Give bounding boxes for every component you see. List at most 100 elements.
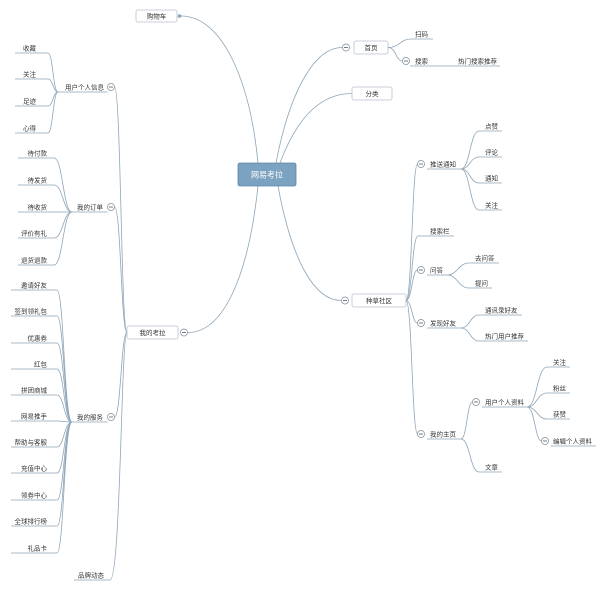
topic-fans[interactable]: 粉丝	[547, 383, 570, 394]
topic-pending-shipment[interactable]: 待发货	[18, 175, 54, 186]
topic-review-reward[interactable]: 评价有礼	[18, 228, 54, 239]
topic-label: 种草社区	[366, 296, 393, 305]
collapse-minus-icon[interactable]	[180, 328, 188, 337]
topic-ask[interactable]: 提问	[469, 278, 492, 289]
topic-label: 编辑个人资料	[553, 436, 593, 445]
topic-push-notification[interactable]: 推送通知	[417, 159, 462, 170]
topic-comment[interactable]: 评论	[479, 147, 502, 158]
topic-label: 充值中心	[21, 463, 48, 472]
topic-my-homepage[interactable]: 我的主页	[417, 429, 462, 440]
central-topic[interactable]: 网易考拉	[237, 162, 297, 187]
collapse-minus-icon[interactable]	[417, 266, 425, 274]
collapse-minus-icon[interactable]	[417, 430, 425, 438]
topic-checkin-gift[interactable]: 签到领礼包	[11, 306, 57, 317]
topic-brand-news[interactable]: 品牌动态	[74, 570, 110, 581]
topic-my-orders[interactable]: 我的订单	[72, 202, 115, 213]
collapse-minus-icon[interactable]	[107, 203, 115, 211]
connector-line	[275, 47, 343, 164]
collapse-minus-icon[interactable]	[417, 319, 425, 327]
connector-line	[460, 168, 480, 184]
topic-label: 足迹	[23, 96, 37, 105]
topic-pending-receipt[interactable]: 待收货	[18, 202, 54, 213]
topic-label: 收藏	[23, 43, 37, 52]
collapse-minus-icon[interactable]	[472, 398, 480, 406]
topic-following[interactable]: 关注	[15, 69, 48, 80]
connector-line	[460, 314, 480, 329]
connector-line	[460, 327, 480, 342]
connector-line	[47, 52, 59, 93]
connector-line	[460, 168, 480, 211]
collapse-minus-icon[interactable]	[342, 43, 350, 52]
topic-group-buy-mall[interactable]: 拼团商城	[11, 385, 57, 396]
topic-my-kaola[interactable]: 我的考拉	[126, 325, 188, 340]
topic-footprints[interactable]: 足迹	[15, 96, 48, 107]
connector-line	[56, 394, 73, 423]
topic-label: 退货退款	[21, 255, 48, 264]
topic-label: 关注	[23, 69, 37, 78]
connector-dot-icon	[177, 14, 182, 18]
connector-line	[180, 15, 259, 164]
topic-cart[interactable]: 购物车	[135, 9, 182, 23]
topic-label: 待付款	[28, 148, 48, 157]
topic-recharge-center[interactable]: 充值中心	[11, 463, 57, 474]
topic-pending-payment[interactable]: 待付款	[18, 148, 54, 159]
connector-line	[277, 185, 342, 301]
central-topic-label: 网易考拉	[251, 169, 283, 179]
collapse-minus-icon[interactable]	[402, 57, 410, 65]
topic-label: 待发货	[28, 175, 48, 184]
topic-experience[interactable]: 心得	[15, 123, 48, 134]
topic-like[interactable]: 点赞	[479, 121, 502, 132]
topic-search[interactable]: 搜索	[402, 56, 437, 67]
topic-label: 心得	[23, 123, 37, 132]
topic-label: 网易推手	[21, 411, 48, 420]
topic-label: 首页	[365, 43, 379, 52]
topic-discover-friends[interactable]: 发现好友	[417, 318, 462, 329]
topic-qa[interactable]: 问答	[417, 265, 448, 276]
topic-favorites[interactable]: 收藏	[15, 43, 48, 54]
collapse-minus-icon[interactable]	[107, 413, 115, 421]
collapse-minus-icon[interactable]	[341, 296, 349, 305]
topic-notice[interactable]: 通知	[479, 173, 502, 184]
topic-help-support[interactable]: 帮助与客服	[11, 437, 57, 448]
connector-line	[109, 332, 128, 581]
topic-hot-search[interactable]: 热门搜索推荐	[454, 56, 500, 67]
collapse-minus-icon[interactable]	[541, 437, 549, 445]
topic-search-bar[interactable]: 搜索栏	[418, 226, 454, 237]
connector-line	[53, 157, 73, 213]
topic-returns-refunds[interactable]: 退货退款	[18, 255, 54, 266]
connector-line	[53, 211, 73, 266]
topic-profile-follow[interactable]: 关注	[547, 357, 570, 368]
topic-edit-profile[interactable]: 编辑个人资料	[541, 436, 597, 447]
collapse-minus-icon[interactable]	[107, 83, 115, 91]
topic-coupon-center[interactable]: 领券中心	[11, 490, 57, 501]
connector-line	[53, 211, 73, 239]
topic-article[interactable]: 文章	[479, 462, 502, 473]
topic-my-services[interactable]: 我的服务	[72, 412, 115, 423]
topic-category[interactable]: 分类	[351, 86, 393, 101]
topic-label: 帮助与客服	[15, 437, 48, 446]
collapse-minus-icon[interactable]	[417, 160, 425, 168]
connector-line	[56, 421, 73, 554]
topic-global-ranking[interactable]: 全球排行榜	[11, 516, 57, 527]
topic-label: 邀请好友	[21, 280, 48, 289]
topic-user-info[interactable]: 用户个人信息	[58, 82, 115, 93]
topic-contact-friends[interactable]: 通讯录好友	[479, 305, 522, 316]
topic-scan[interactable]: 扫码	[411, 29, 433, 40]
topic-go-answer[interactable]: 去问答	[469, 253, 499, 264]
topic-hot-users[interactable]: 热门用户推荐	[479, 331, 528, 342]
connector-line	[526, 392, 548, 408]
topic-user-profile[interactable]: 用户个人资料	[472, 397, 528, 408]
topic-likes-received[interactable]: 获赞	[547, 409, 570, 420]
topic-red-packets[interactable]: 红包	[11, 359, 57, 370]
topic-invite-friends[interactable]: 邀请好友	[11, 280, 57, 291]
topic-label: 发现好友	[430, 318, 457, 327]
topic-label: 文章	[485, 462, 499, 471]
topic-gift-card[interactable]: 礼品卡	[11, 543, 57, 554]
topic-label: 我的考拉	[140, 328, 167, 337]
topic-label: 通知	[485, 173, 498, 182]
topic-netease-promoter[interactable]: 网易推手	[11, 411, 57, 422]
topic-community[interactable]: 种草社区	[341, 293, 407, 308]
topic-follow[interactable]: 关注	[479, 200, 502, 211]
topic-home[interactable]: 首页	[342, 40, 389, 55]
topic-coupons[interactable]: 优惠券	[11, 333, 57, 344]
